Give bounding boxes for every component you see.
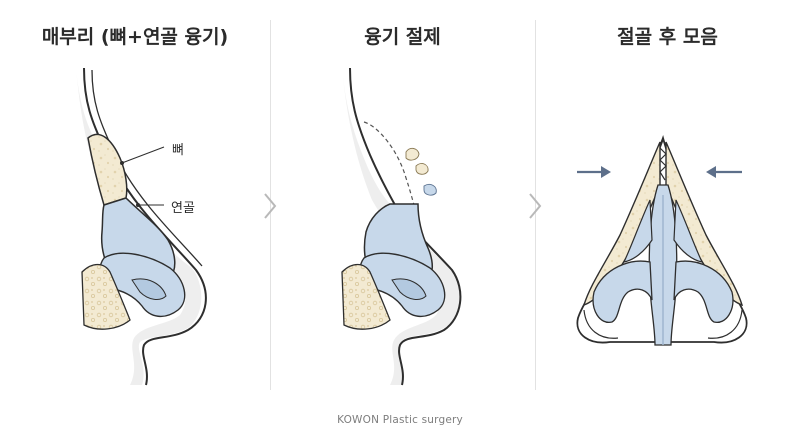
- label-cartilage: 연골: [171, 201, 195, 216]
- nose-profile-excised: [341, 67, 462, 386]
- nasal-bone: [87, 133, 128, 206]
- osteotomy-line: [659, 139, 667, 181]
- label-bone: 뼈: [172, 143, 184, 158]
- bone-fragment: [405, 147, 420, 161]
- panel-title-hump: 매부리 (뼈+연골 융기): [41, 26, 229, 48]
- maxilla-bone: [341, 263, 391, 330]
- nose-frontal-view: [576, 135, 748, 346]
- panel-title-osteotomy: 절골 후 모음: [617, 26, 718, 48]
- nose-profile-hump: [76, 67, 207, 386]
- excised-hump-outline: [363, 121, 415, 206]
- skin-outline: [349, 67, 396, 206]
- footer-credit: KOWON Plastic surgery: [337, 414, 463, 426]
- chevron-right-icon: [529, 193, 542, 219]
- panel-divider: [270, 20, 271, 390]
- chevron-right-icon: [264, 193, 277, 219]
- left-lateral-cartilage: [622, 199, 653, 263]
- right-lateral-cartilage: [673, 199, 704, 263]
- maxilla-bone: [81, 263, 131, 330]
- panel-divider: [535, 20, 536, 390]
- left-arrow-icon: [577, 166, 611, 178]
- right-alar-cartilage: [673, 260, 734, 323]
- cartilage-fragment: [423, 183, 437, 196]
- left-alar-cartilage: [592, 260, 653, 323]
- bone-fragment: [415, 163, 429, 175]
- right-arrow-icon: [706, 166, 742, 178]
- panel-title-excision: 융기 절제: [364, 26, 441, 48]
